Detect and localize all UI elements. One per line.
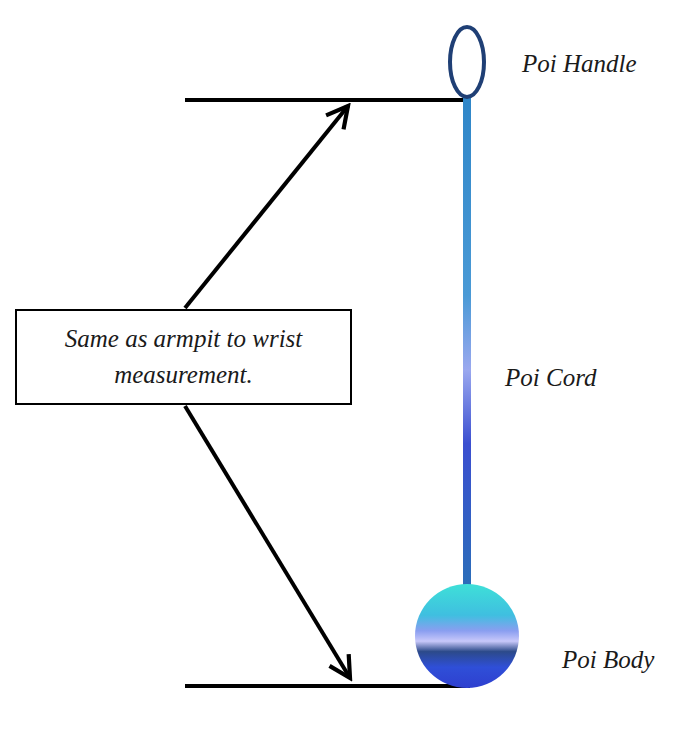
part-name: Poi Body [562, 646, 654, 674]
part-name: Poi Handle [522, 50, 637, 78]
note-box: Same as armpit to wrist measurement. [15, 309, 352, 406]
leader-arrow [185, 406, 350, 678]
top-measure-line [185, 98, 470, 102]
bottom-measure-line [185, 684, 470, 688]
poi-body [415, 584, 519, 688]
poi-handle [450, 27, 484, 97]
leader-arrow [185, 106, 348, 308]
part-name: Poi Cord [505, 364, 596, 392]
note-text: Same as armpit to wrist measurement. [31, 321, 336, 394]
poi-cord [463, 98, 471, 592]
